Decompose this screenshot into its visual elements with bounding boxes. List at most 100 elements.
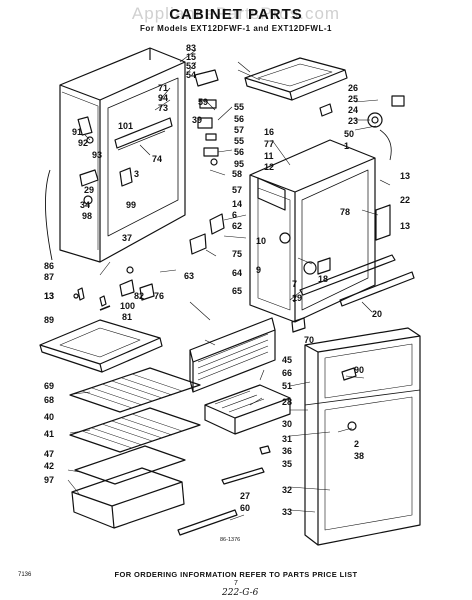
callout-c99: 99 xyxy=(126,200,137,210)
callout-c64: 64 xyxy=(232,268,243,278)
callout-c9: 9 xyxy=(256,265,262,275)
page-number: 7 xyxy=(234,580,238,587)
callout-c30: 30 xyxy=(282,419,293,429)
callout-c63: 63 xyxy=(184,271,195,281)
callout-c31: 31 xyxy=(282,434,293,444)
diagram-title: CABINET PARTS xyxy=(169,6,303,23)
callout-c22: 22 xyxy=(400,195,411,205)
toe-grille xyxy=(189,317,276,393)
callout-c95: 95 xyxy=(234,159,245,169)
callout-c83: 83 xyxy=(186,43,197,53)
callout-c42: 42 xyxy=(44,461,55,471)
callout-c37: 37 xyxy=(122,233,133,243)
callout-c47: 47 xyxy=(44,449,55,459)
side-rails xyxy=(299,204,415,307)
callout-c55b: 55 xyxy=(234,136,245,146)
callout-c94: 94 xyxy=(158,93,169,103)
callout-c11: 11 xyxy=(264,151,274,161)
callout-c86: 86 xyxy=(44,261,55,271)
callout-c77: 77 xyxy=(264,139,275,149)
callout-c12: 12 xyxy=(264,162,275,172)
callout-c13a: 13 xyxy=(400,171,411,181)
callout-c57b: 57 xyxy=(232,185,243,195)
shelf-wires xyxy=(81,373,183,449)
callout-c87: 87 xyxy=(44,272,55,282)
callout-c28: 28 xyxy=(282,397,293,407)
callout-c101: 101 xyxy=(118,121,134,131)
shelf-rails xyxy=(177,467,265,536)
callout-c71: 71 xyxy=(158,83,169,93)
callout-c13c: 13 xyxy=(44,291,55,301)
watermark: AppliancePartsPros.com xyxy=(131,4,341,23)
fresh-food-liner xyxy=(249,139,376,323)
callout-c36: 36 xyxy=(282,446,293,456)
callout-c70: 70 xyxy=(304,335,315,345)
callout-c51: 51 xyxy=(282,381,293,391)
print-code: 7136 xyxy=(18,572,32,578)
callout-c100: 100 xyxy=(120,301,136,311)
callout-c23: 23 xyxy=(348,116,359,126)
callout-c3: 3 xyxy=(134,169,140,179)
diagram-subtitle: For Models EXT12DFWF-1 and EXT12DFWL-1 xyxy=(140,24,332,33)
callout-c68: 68 xyxy=(44,395,55,405)
callout-c40: 40 xyxy=(44,412,55,422)
callout-c45: 45 xyxy=(282,355,293,365)
callout-c73: 73 xyxy=(158,103,169,113)
callout-c75: 75 xyxy=(232,249,243,259)
outer-case-liner xyxy=(59,47,186,263)
callout-c38: 38 xyxy=(354,451,365,461)
callout-c93: 93 xyxy=(92,150,103,160)
callout-c33: 33 xyxy=(282,507,293,517)
callout-c41: 41 xyxy=(44,429,55,439)
callout-c82: 82 xyxy=(134,291,145,301)
callout-c54: 54 xyxy=(186,70,197,80)
door-parts xyxy=(259,317,357,455)
callout-c39: 39 xyxy=(192,115,203,125)
callout-c25: 25 xyxy=(348,94,359,104)
callout-c24: 24 xyxy=(348,105,359,115)
callout-c60: 60 xyxy=(240,503,251,513)
callout-c56b: 56 xyxy=(234,147,245,157)
callout-c26: 26 xyxy=(348,83,359,93)
callout-c57a: 57 xyxy=(234,125,245,135)
callout-c59: 59 xyxy=(198,97,209,107)
light-switch-assembly xyxy=(319,95,405,161)
door-assembly xyxy=(304,327,421,546)
callout-c32: 32 xyxy=(282,485,293,495)
callout-c65: 65 xyxy=(232,286,243,296)
callout-c91: 91 xyxy=(72,127,83,137)
divider-assembly xyxy=(114,117,173,151)
callout-c34: 34 xyxy=(80,200,91,210)
callout-c58: 58 xyxy=(232,169,243,179)
callout-c1: 1 xyxy=(344,141,350,151)
freezer-shelf xyxy=(244,57,348,101)
callout-c29: 29 xyxy=(84,185,95,195)
callout-c74: 74 xyxy=(152,154,163,164)
ordering-instruction: FOR ORDERING INFORMATION REFER TO PARTS … xyxy=(114,570,358,579)
callout-c16: 16 xyxy=(264,127,275,137)
callout-c81: 81 xyxy=(122,312,133,322)
wire-shelves xyxy=(69,367,201,453)
callout-c27: 27 xyxy=(240,491,251,501)
callout-c92: 92 xyxy=(78,138,89,148)
leveler-screws xyxy=(45,169,111,311)
callout-c7b: 7 xyxy=(292,294,298,304)
callout-c15: 15 xyxy=(186,52,197,62)
callout-c98: 98 xyxy=(82,211,93,221)
callout-c62: 62 xyxy=(232,221,243,231)
leader-lines xyxy=(67,49,391,521)
callout-c19: 19 xyxy=(292,293,303,303)
callout-c78: 78 xyxy=(340,207,351,217)
crisper-pan xyxy=(71,445,186,529)
callout-c35: 35 xyxy=(282,459,293,469)
callout-c76: 76 xyxy=(154,291,165,301)
callout-c55a: 55 xyxy=(234,102,245,112)
crisper-cover xyxy=(39,319,163,373)
control-parts xyxy=(189,213,331,275)
callout-c13d: 13 xyxy=(44,291,55,301)
callout-c2: 2 xyxy=(354,439,360,449)
callout-c97: 97 xyxy=(44,475,55,485)
callout-c66: 66 xyxy=(282,368,293,378)
